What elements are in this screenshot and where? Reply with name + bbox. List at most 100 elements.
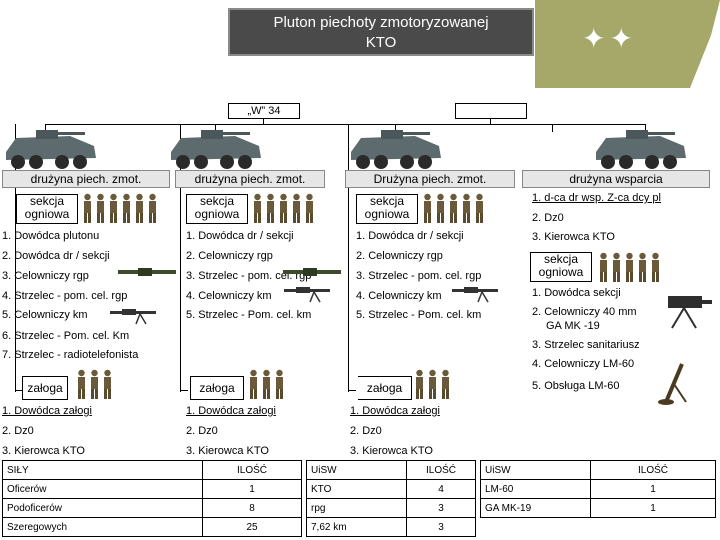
soldier-icon — [414, 369, 425, 399]
squad-2-crew: 3. Kierowca KTO — [186, 445, 269, 457]
soldier-icon — [427, 369, 438, 399]
soldier-icon — [598, 252, 609, 282]
machine-gun-icon — [110, 306, 160, 326]
soldier-icon — [440, 369, 451, 399]
squad-1-member: 6. Strzelec - Pom. cel. Km — [2, 330, 129, 342]
table-header: ILOŚĆ — [203, 461, 302, 480]
sekcja-label-2: ogniowa — [17, 208, 77, 221]
squad-3-crew: 2. Dz0 — [350, 425, 382, 437]
soldier-icon — [134, 193, 145, 223]
soldier-icon — [147, 193, 158, 223]
soldier-icon — [650, 252, 661, 282]
sekcja-label-2: ogniowa — [531, 266, 591, 279]
squad-2-title: drużyna piech. zmot. — [175, 170, 325, 188]
soldier-icon — [102, 369, 113, 399]
squad-1-member: 3. Celowniczy rgp — [2, 270, 89, 282]
table-header: SIŁY — [3, 461, 203, 480]
squad-2-zaloga: załoga — [190, 376, 244, 400]
soldier-icon — [265, 193, 276, 223]
squad-1-member: 4. Strzelec - pom. cel. rgp — [2, 290, 127, 302]
squad-2-member: 2. Celowniczy rgp — [186, 250, 273, 262]
sekcja-label-2: ogniowa — [187, 208, 247, 221]
table-cell: 4 — [407, 480, 476, 499]
title-line-2: KTO — [230, 33, 532, 53]
mortar-icon — [656, 360, 692, 406]
table-cell: Podoficerów — [3, 499, 203, 518]
support-crew-member: 1. d-ca dr wsp. Z-ca dcy pl — [532, 192, 661, 204]
grenade-launcher-icon — [664, 290, 712, 330]
soldier-icon — [435, 193, 446, 223]
soldier-icon — [422, 193, 433, 223]
soldier-group — [598, 252, 661, 282]
soldier-icon — [637, 252, 648, 282]
support-member: 1. Dowódca sekcji — [532, 287, 621, 299]
table-cell: 25 — [203, 518, 302, 537]
soldier-group — [82, 193, 158, 223]
org-line — [180, 390, 188, 391]
hq-vehicle-label: „W” 34 — [228, 103, 300, 119]
squad-2-member: 1. Dowódca dr / sekcji — [186, 230, 294, 242]
soldier-group — [414, 369, 451, 399]
squad-3-member: 5. Strzelec - Pom. cel. km — [356, 309, 481, 321]
squad-1-member: 2. Dowódca dr / sekcji — [2, 250, 110, 262]
soldier-icon — [121, 193, 132, 223]
squad-2-member: 4. Celowniczy km — [186, 290, 272, 302]
org-line — [552, 124, 553, 132]
table-header-row: SIŁYILOŚĆ — [3, 461, 302, 480]
table-cell: 8 — [203, 499, 302, 518]
soldier-icon — [278, 193, 289, 223]
table-header-row: UiSWILOŚĆ — [481, 461, 716, 480]
squad-1-crew: 2. Dz0 — [2, 425, 34, 437]
soldier-icon — [274, 369, 285, 399]
soldier-icon — [108, 193, 119, 223]
crew-member: 1. Dowódca załogi — [350, 405, 440, 417]
kto-vehicle-icon — [165, 122, 265, 174]
table-cell: 1 — [591, 499, 716, 518]
table-row: Szeregowych25 — [3, 518, 302, 537]
support-member: 5. Obsługa LM-60 — [532, 380, 619, 392]
squad-1-title: drużyna piech. zmot. — [2, 170, 170, 188]
support-member: GA MK -19 — [546, 320, 600, 332]
crew-member: 1. Dowódca załogi — [2, 405, 92, 417]
squad-2-member: 5. Strzelec - Pom. cel. km — [186, 309, 311, 321]
squad-3-zaloga: załoga — [358, 376, 412, 400]
support-sekcja: sekcjaogniowa — [530, 252, 592, 282]
soldier-icon — [461, 193, 472, 223]
soldier-group — [76, 369, 113, 399]
hq-empty-box — [455, 103, 527, 119]
kto-vehicle-icon — [590, 122, 690, 174]
soldier-icon — [248, 369, 259, 399]
squad-3-member: 4. Celowniczy km — [356, 290, 442, 302]
soldier-icon — [624, 252, 635, 282]
table-header-row: UiSWILOŚĆ — [307, 461, 476, 480]
squad-3-member: 1. Dowódca dr / sekcji — [356, 230, 464, 242]
table-cell: LM-60 — [481, 480, 591, 499]
soldier-group — [252, 193, 315, 223]
squad-3-crew: 1. Dowódca załogi — [350, 405, 440, 417]
soldier-icon — [95, 193, 106, 223]
kto-vehicle-icon — [0, 122, 100, 174]
rpg-icon — [118, 265, 176, 279]
page-title: Pluton piechoty zmotoryzowanej KTO — [228, 8, 534, 56]
squad-3-crew: 3. Kierowca KTO — [350, 445, 433, 457]
table-header: ILOŚĆ — [591, 461, 716, 480]
squad-2-crew: 1. Dowódca załogi — [186, 405, 276, 417]
squad-1-member: 1. Dowódca plutonu — [2, 230, 99, 242]
kto-vehicle-icon — [345, 122, 445, 174]
soldier-group — [248, 369, 285, 399]
title-line-1: Pluton piechoty zmotoryzowanej — [230, 13, 532, 33]
table-cell: 7,62 km — [307, 518, 407, 537]
table-cell: Oficerów — [3, 480, 203, 499]
table-cell: GA MK-19 — [481, 499, 591, 518]
squad-1-member: 5. Celowniczy km — [2, 309, 88, 321]
soldier-group — [422, 193, 485, 223]
soldier-icon — [448, 193, 459, 223]
squad-1-crew: 1. Dowódca załogi — [2, 405, 92, 417]
support-crew-1: 1. d-ca dr wsp. Z-ca dcy pl — [532, 192, 661, 204]
